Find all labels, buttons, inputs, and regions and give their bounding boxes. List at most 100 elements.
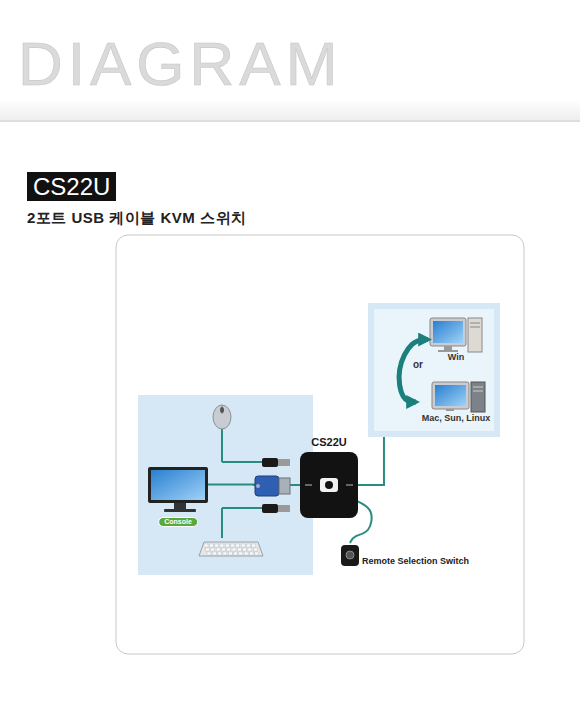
usb-plug xyxy=(262,504,278,513)
vga-plug xyxy=(279,478,290,494)
monitor-icon xyxy=(164,509,196,512)
win-computer-icon xyxy=(470,327,480,328)
remote-switch-icon xyxy=(341,545,359,566)
vga-plug xyxy=(255,476,279,496)
keyboard-icon xyxy=(216,548,220,551)
cable xyxy=(208,484,300,486)
keyboard-icon xyxy=(253,548,257,551)
keyboard-icon xyxy=(231,544,235,547)
keyboard-icon xyxy=(209,544,213,547)
node-label: Remote Selection Switch xyxy=(362,556,469,566)
usb-plug xyxy=(262,458,278,467)
remote-switch: Remote Selection Switch xyxy=(340,543,473,568)
win-computer-icon xyxy=(444,346,452,350)
mouse-icon xyxy=(222,461,262,463)
keyboard-icon xyxy=(204,544,208,547)
keyboard-icon xyxy=(232,548,236,551)
keyboard-icon xyxy=(248,548,252,551)
remote-switch-icon xyxy=(346,551,354,559)
keyboard-icon xyxy=(225,544,229,547)
monitor-icon xyxy=(148,467,208,512)
kvm-switch-device: CS22U xyxy=(300,452,358,518)
header-band xyxy=(0,100,580,121)
mac-computer-icon xyxy=(471,382,485,412)
mouse-icon xyxy=(213,405,231,429)
mac-computer-icon xyxy=(473,387,483,388)
usb-plug xyxy=(278,505,290,512)
win-computer-icon xyxy=(430,318,482,352)
win-computer-icon xyxy=(430,318,466,346)
mac-computer-icon xyxy=(432,382,469,409)
keyboard-icon xyxy=(255,552,259,555)
computer-panel-fill xyxy=(374,309,494,431)
keyboard-icon xyxy=(246,544,250,547)
keyboard-icon xyxy=(243,548,247,551)
node-label: or xyxy=(413,359,423,371)
keyboard-icon xyxy=(199,542,263,556)
usb-plug xyxy=(278,459,290,466)
mac-computer-icon xyxy=(435,385,466,406)
header-band xyxy=(0,100,580,120)
keyboard-icon xyxy=(206,548,210,551)
monitor-icon xyxy=(151,470,205,500)
mac-computer-icon xyxy=(473,391,483,392)
keyboard-icon xyxy=(199,508,263,556)
usb-plug xyxy=(262,504,290,513)
monitor-icon xyxy=(148,467,208,503)
outer-frame xyxy=(116,235,524,654)
usb-plug xyxy=(262,458,290,467)
remote-switch-icon xyxy=(341,545,359,566)
keyboard-icon xyxy=(204,544,259,555)
mac-computer-icon xyxy=(432,382,485,412)
keyboard-icon xyxy=(234,552,238,555)
keyboard-icon xyxy=(249,552,253,555)
subtitle: 2포트 USB 케이블 KVM 스위치 xyxy=(27,209,247,228)
keyboard-icon xyxy=(221,548,225,551)
win-computer-icon xyxy=(468,318,482,352)
console-panel xyxy=(138,395,313,575)
mac-computer-icon xyxy=(446,409,454,411)
header-band xyxy=(0,120,580,122)
keyboard-icon xyxy=(222,507,262,509)
mouse-icon xyxy=(221,428,223,462)
mouse-icon xyxy=(213,405,262,462)
computer-panel: or WinMac, Sun, Linux xyxy=(368,303,500,437)
model-badge: CS22U xyxy=(27,172,116,201)
console-pill: Console xyxy=(158,517,198,527)
keyboard-icon xyxy=(215,544,219,547)
keyboard-icon xyxy=(211,548,215,551)
win-computer-icon xyxy=(470,323,480,324)
keyboard-icon xyxy=(220,544,224,547)
win-computer: Win xyxy=(428,314,484,365)
cable xyxy=(358,437,384,485)
keyboard-icon xyxy=(239,552,243,555)
vga-plug xyxy=(255,476,290,496)
keyboard-icon xyxy=(228,552,232,555)
keyboard-icon xyxy=(244,552,248,555)
mouse-icon xyxy=(220,407,224,413)
keyboard-icon xyxy=(252,544,256,547)
keyboard-icon xyxy=(212,552,216,555)
node-label: CS22U xyxy=(311,436,346,449)
page-title: DIAGRAM xyxy=(18,28,342,99)
node-label: Win xyxy=(448,352,464,362)
switch-arrow xyxy=(399,340,428,403)
keyboard-icon xyxy=(241,544,245,547)
vga-plug xyxy=(256,484,260,488)
keyboard-icon xyxy=(236,544,240,547)
monitor-icon xyxy=(174,503,186,509)
keyboard-icon xyxy=(223,552,227,555)
node-label: Mac, Sun, Linux xyxy=(422,413,491,423)
keyboard-icon xyxy=(221,508,223,538)
keyboard-icon xyxy=(237,548,241,551)
keyboard-icon xyxy=(227,548,231,551)
keyboard-icon xyxy=(207,552,211,555)
win-computer-icon xyxy=(438,350,458,352)
mac-computer: Mac, Sun, Linux xyxy=(416,379,496,425)
console-station: Console xyxy=(148,466,208,530)
win-computer-icon xyxy=(433,321,463,343)
